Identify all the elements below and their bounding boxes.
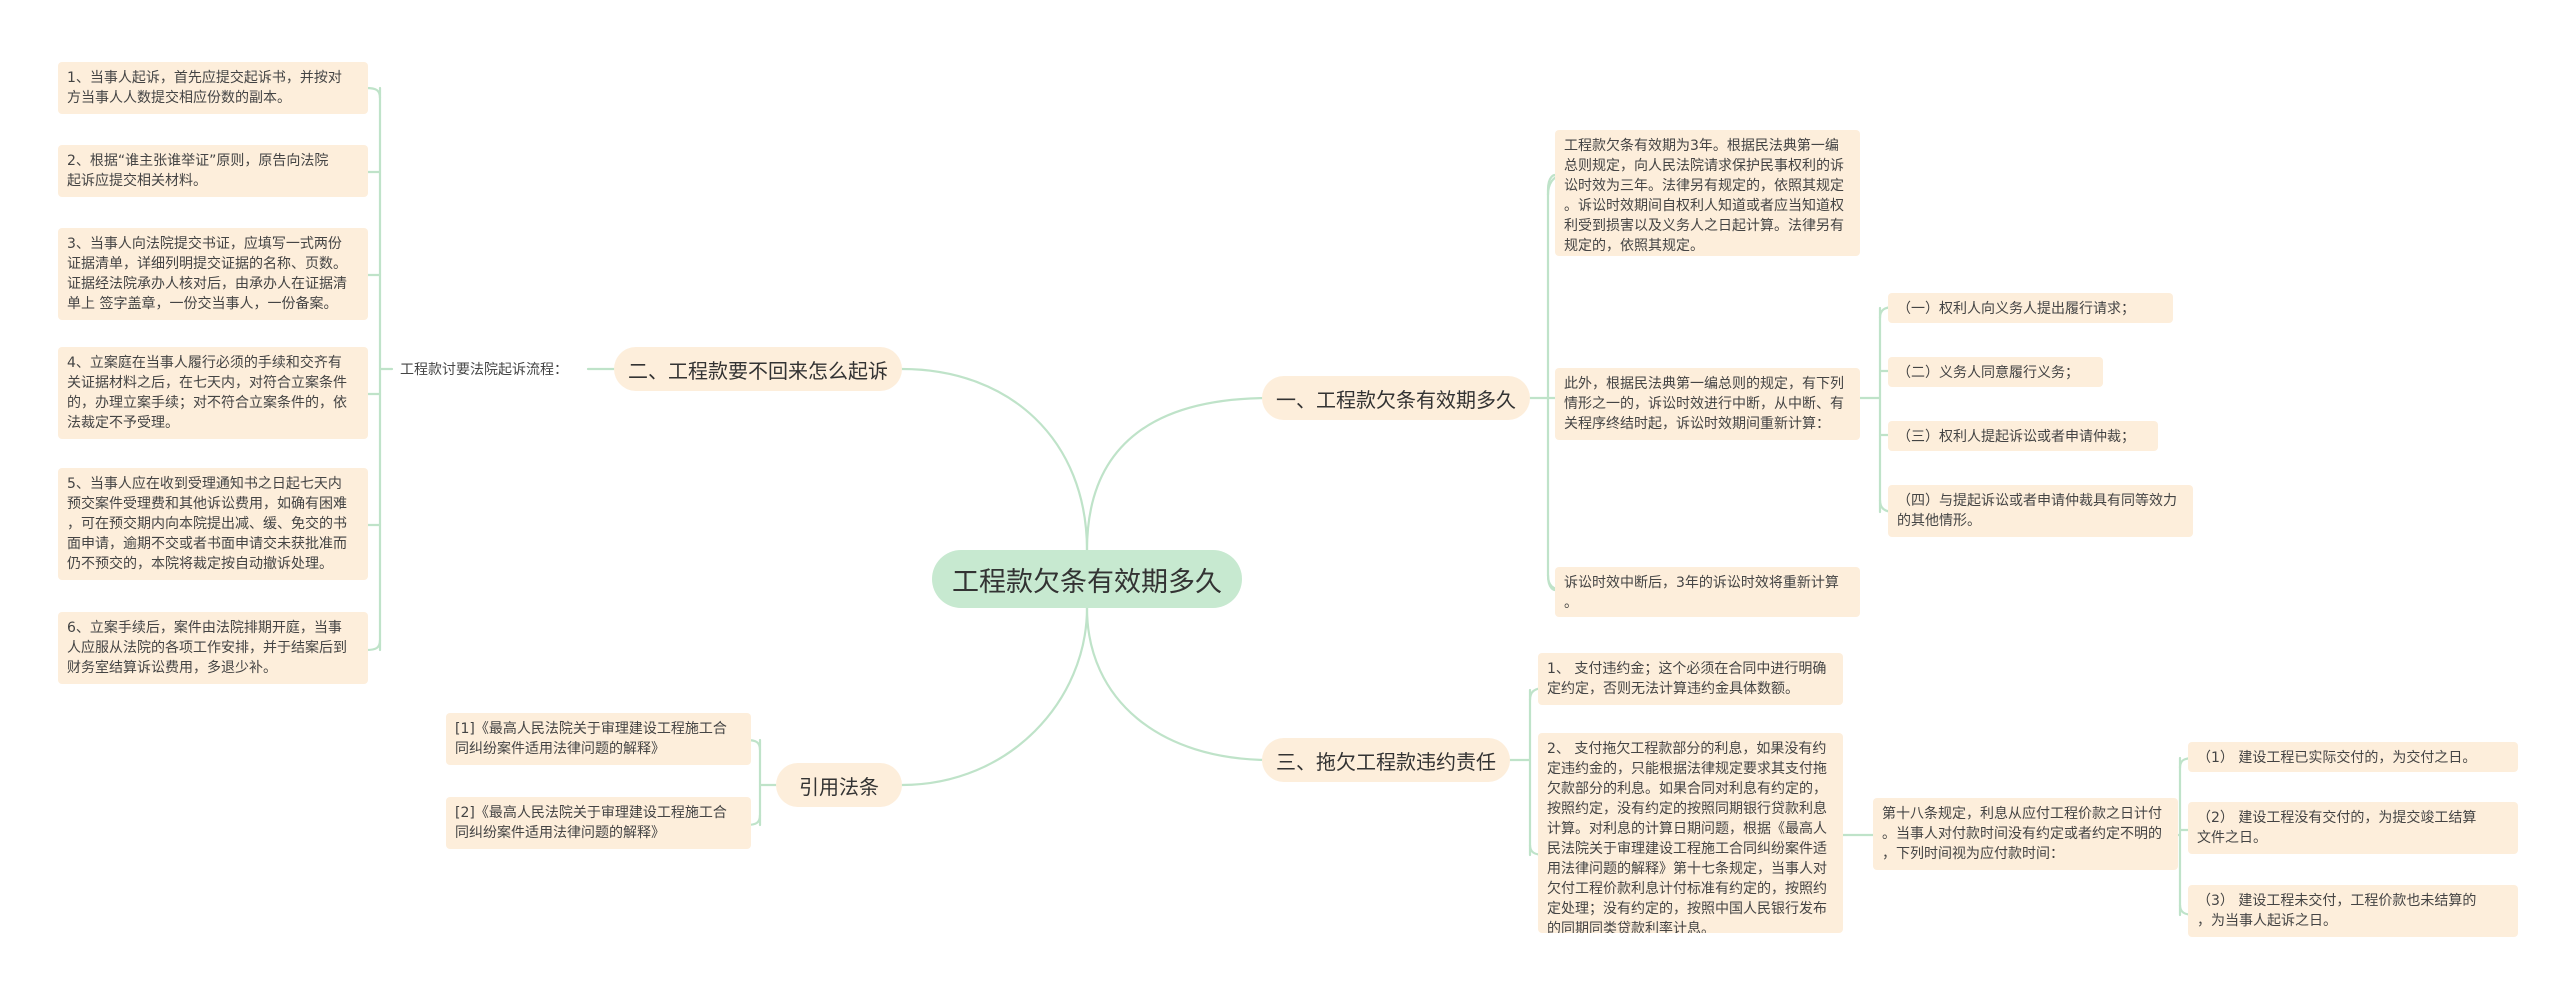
- branch-how-to-sue[interactable]: 二、工程款要不回来怎么起诉: [614, 347, 902, 391]
- link-items-bracket: [1858, 306, 1882, 514]
- sue-step-1[interactable]: 1、当事人起诉，首先应提交起诉书，并按对 方当事人人数提交相应份数的副本。: [58, 62, 368, 114]
- breach-penalty-text[interactable]: 1、 支付违约金；这个必须在合同中进行明确 定约定，否则无法计算违约金具体数额。: [1538, 653, 1843, 705]
- link-b2-bracket: [378, 86, 394, 652]
- link-root-b3: [1085, 606, 1272, 762]
- interruption-item-1[interactable]: （一）权利人向义务人提出履行请求；: [1888, 293, 2173, 323]
- payment-date-3[interactable]: （3） 建设工程未交付，工程价款也未结算的 ，为当事人起诉之日。: [2188, 885, 2518, 937]
- link-root-b1: [1085, 396, 1272, 552]
- branch-cited-laws[interactable]: 引用法条: [776, 763, 902, 807]
- sue-step-4[interactable]: 4、立案庭在当事人履行必须的手续和交齐有 关证据材料之后，在七天内，对符合立案条…: [58, 347, 368, 439]
- interruption-item-3[interactable]: （三）权利人提起诉讼或者申请仲裁；: [1888, 421, 2158, 451]
- link-b2-l6: [364, 638, 382, 652]
- article-18-text[interactable]: 第十八条规定，利息从应付工程价款之日计付 。当事人对付款时间没有约定或者约定不明…: [1873, 798, 2178, 870]
- link-b3-bracket: [1508, 688, 1532, 857]
- interruption-item-2[interactable]: （二）义务人同意履行义务；: [1888, 357, 2103, 387]
- interruption-text[interactable]: 此外，根据民法典第一编总则的规定，有下列 情形之一的，诉讼时效进行中断，从中断、…: [1555, 368, 1860, 440]
- sue-step-2[interactable]: 2、根据“谁主张谁举证”原则，原告向法院 起诉应提交相关材料。: [58, 145, 368, 197]
- payment-date-2[interactable]: （2） 建设工程没有交付的，为提交竣工结算 文件之日。: [2188, 802, 2518, 854]
- link-root-b4: [900, 606, 1089, 787]
- sue-process-label: 工程款讨要法院起诉流程：: [396, 358, 572, 382]
- branch-validity-period[interactable]: 一、工程款欠条有效期多久: [1262, 376, 1530, 420]
- cited-law-2[interactable]: [2]《最高人民法院关于审理建设工程施工合 同纠纷案件适用法律问题的解释》: [446, 797, 751, 849]
- link-root-b2: [900, 367, 1089, 552]
- payment-date-1[interactable]: （1） 建设工程已实际交付的，为交付之日。: [2188, 742, 2518, 772]
- breach-interest-text[interactable]: 2、 支付拖欠工程款部分的利息，如果没有约 定违约金的，只能根据法律规定要求其支…: [1538, 733, 1843, 933]
- interruption-item-4[interactable]: （四）与提起诉讼或者申请仲裁具有同等效力 的其他情形。: [1888, 485, 2193, 537]
- link-b2-l1: [364, 86, 382, 100]
- validity-period-text[interactable]: 工程款欠条有效期为3年。根据民法典第一编 总则规定，向人民法院请求保护民事权利的…: [1555, 130, 1860, 256]
- branch-breach-liability[interactable]: 三、拖欠工程款违约责任: [1262, 738, 1510, 782]
- sue-step-3[interactable]: 3、当事人向法院提交书证，应填写一式两份 证据清单，详细列明提交证据的名称、页数…: [58, 228, 368, 320]
- sue-step-6[interactable]: 6、立案手续后，案件由法院排期开庭，当事 人应服从法院的各项工作安排，并于结案后…: [58, 612, 368, 684]
- link-b1-bracket: [1528, 173, 1557, 592]
- link-b4-bracket: [758, 738, 778, 827]
- sue-step-5[interactable]: 5、当事人应在收到受理通知书之日起七天内 预交案件受理费和其他诉讼费用，如确有困…: [58, 468, 368, 580]
- restart-text[interactable]: 诉讼时效中断后，3年的诉讼时效将重新计算 。: [1555, 567, 1860, 617]
- root-topic[interactable]: 工程款欠条有效期多久: [932, 550, 1242, 608]
- cited-law-1[interactable]: [1]《最高人民法院关于审理建设工程施工合 同纠纷案件适用法律问题的解释》: [446, 713, 751, 765]
